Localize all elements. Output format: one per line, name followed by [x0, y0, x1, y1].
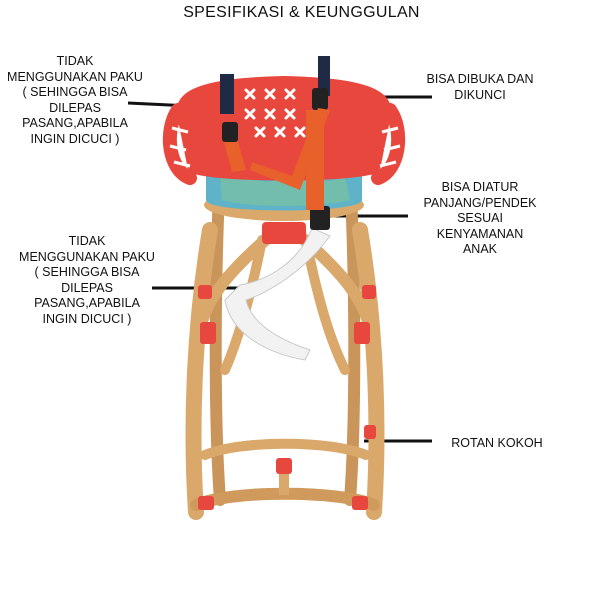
buckle-adjuster — [310, 206, 330, 230]
arm-right — [371, 103, 406, 185]
red-binding — [200, 322, 216, 344]
strap-orange-left — [224, 142, 246, 172]
red-binding — [198, 496, 214, 510]
callout-buckle-lock: BISA DIBUKA DAN DIKUNCI — [426, 72, 534, 102]
callout-no-nails-middle: TIDAK MENGGUNAKAN PAKU ( SEHINGGA BISA D… — [19, 234, 155, 326]
arm-wrap-right — [379, 126, 401, 168]
backrest-weave — [244, 88, 306, 138]
buckle-left — [222, 122, 238, 142]
front-leg-right — [352, 222, 385, 520]
strap-orange-vertical — [306, 110, 324, 210]
red-binding — [364, 425, 376, 439]
strap-navy-right — [318, 56, 330, 96]
arm-left — [162, 103, 197, 185]
red-binding — [276, 458, 292, 474]
front-leg-left — [185, 222, 218, 520]
callout-no-nails-top: TIDAK MENGGUNAKAN PAKU ( SEHINGGA BISA D… — [7, 54, 143, 146]
red-binding — [354, 322, 370, 344]
red-binding — [198, 285, 212, 299]
red-binding — [262, 222, 306, 244]
buckle-right — [312, 88, 328, 110]
red-binding — [362, 285, 376, 299]
bottom-ring — [190, 487, 380, 511]
strap-navy-left — [220, 74, 234, 114]
foot-rest-ring — [200, 438, 371, 460]
crotch-strap-white — [224, 227, 331, 361]
red-binding — [352, 496, 368, 510]
strap-orange-diagonal — [250, 108, 330, 190]
callout-adjustable-strap: BISA DIATUR PANJANG/PENDEK SESUAI KENYAM… — [423, 180, 537, 256]
callout-sturdy-rattan: ROTAN KOKOH — [451, 436, 543, 450]
arm-wrap-left — [169, 126, 191, 168]
page-title: SPESIFIKASI & KEUNGGULAN — [183, 4, 420, 21]
